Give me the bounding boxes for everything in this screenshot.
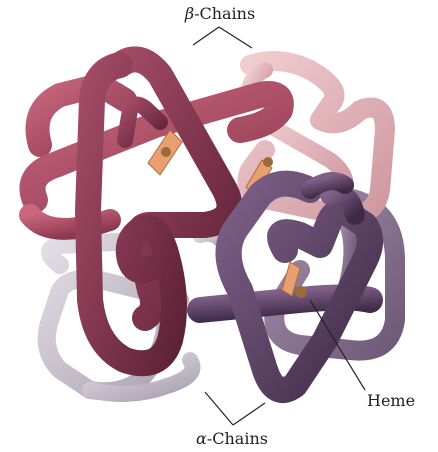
alpha-callout-line-right bbox=[233, 403, 265, 425]
heme-label: Heme bbox=[367, 391, 415, 410]
heme-iron-alpha-right bbox=[295, 286, 307, 298]
heme-iron-beta-left bbox=[161, 147, 171, 157]
alpha-callout-line-left bbox=[205, 392, 233, 425]
beta-chains-label: β-Chains bbox=[184, 4, 255, 23]
alpha-chains-label: α-Chains bbox=[196, 429, 268, 448]
beta-callout-line-left bbox=[193, 27, 219, 45]
heme-iron-beta-right bbox=[263, 157, 273, 167]
beta-callout-line-right bbox=[219, 27, 252, 48]
